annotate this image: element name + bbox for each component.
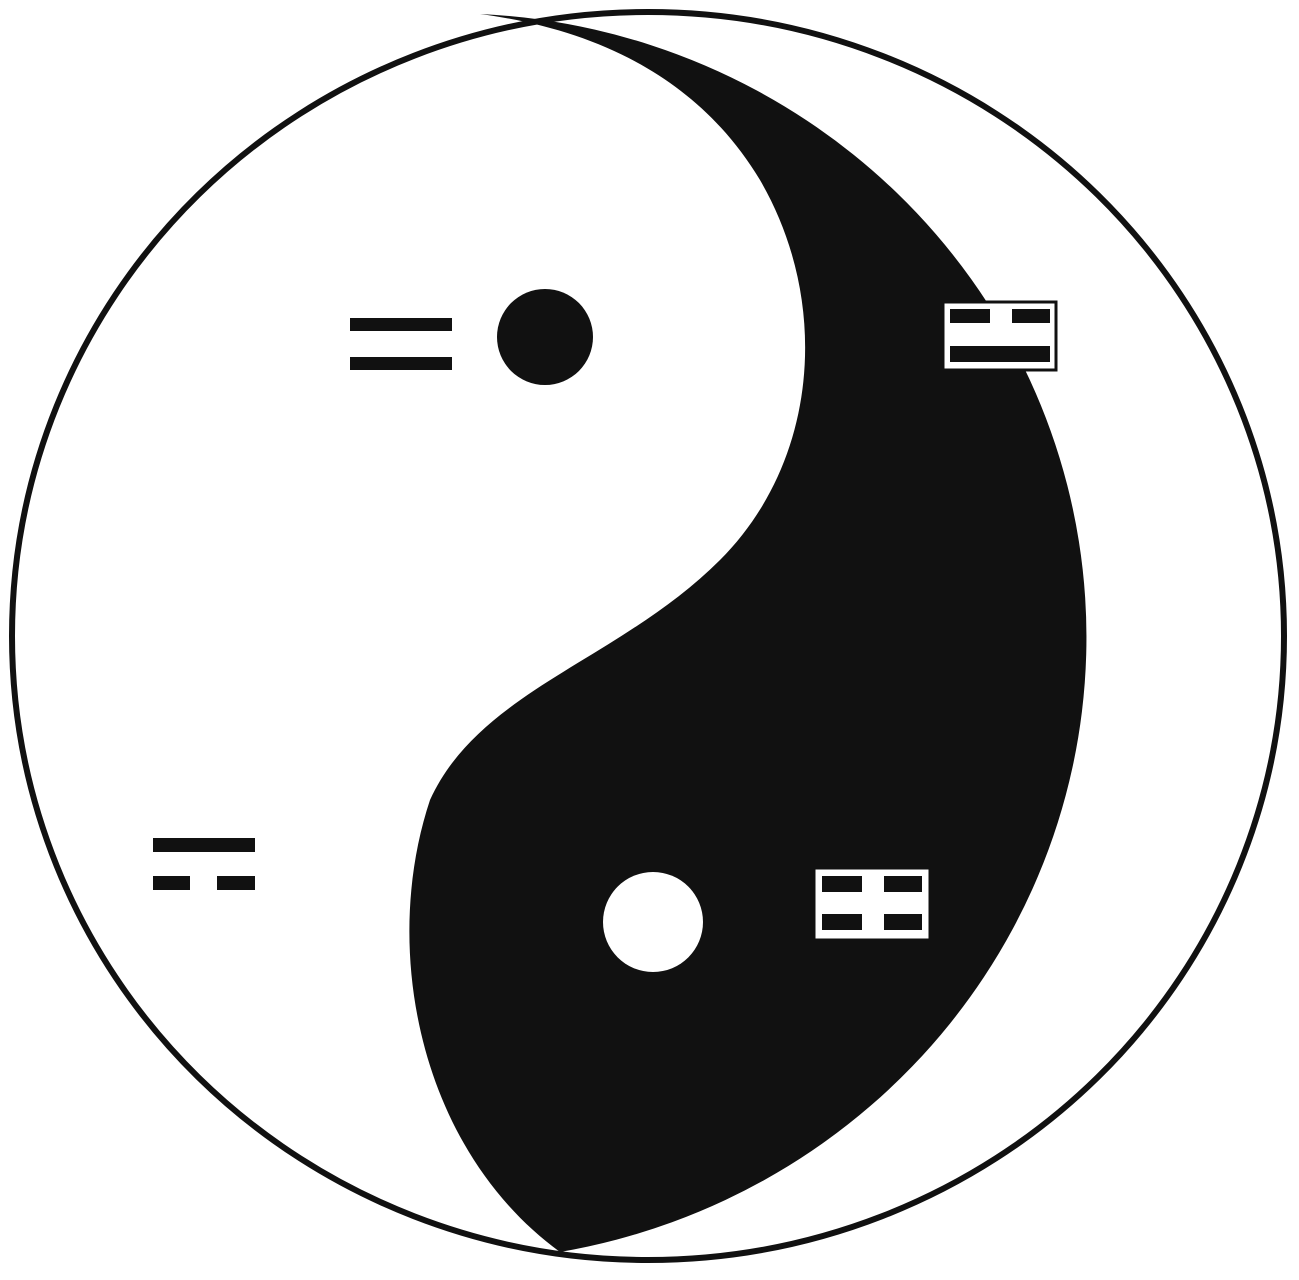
old-yang-bigram-icon <box>350 318 452 370</box>
old-yin-bigram-icon <box>812 866 932 942</box>
young-yin-bigram-icon <box>941 300 1058 372</box>
yin-region <box>409 14 1087 1252</box>
yang-dot <box>603 872 703 972</box>
outer-circle-outline <box>9 9 1287 1263</box>
yin-dot <box>497 289 593 385</box>
young-yang-bigram-icon <box>153 838 255 890</box>
